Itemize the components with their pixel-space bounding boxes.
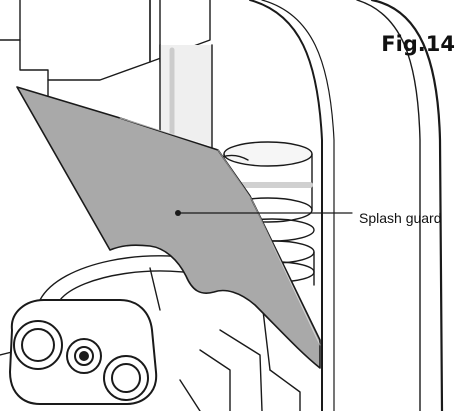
housing-outer-wall — [249, 0, 444, 411]
housing-upper-blocks — [0, 0, 211, 101]
callout-label-splash-guard: Splash guard — [359, 210, 442, 226]
coupling-block — [9, 299, 158, 405]
figure-title: Fig.14 — [381, 32, 455, 56]
callout-dot — [175, 210, 181, 216]
splash-guard — [16, 86, 321, 369]
